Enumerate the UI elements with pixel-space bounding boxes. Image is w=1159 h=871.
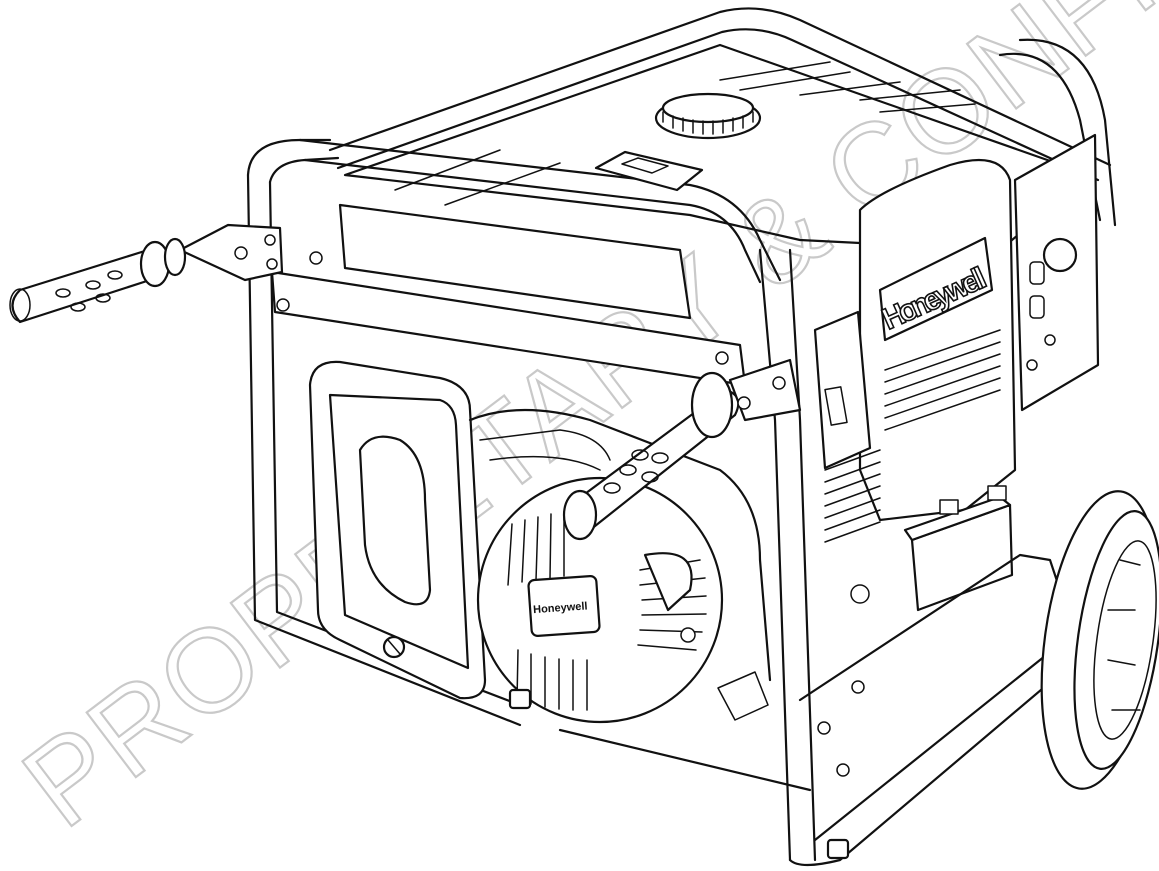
engine: Honeywell xyxy=(468,408,772,724)
wheel xyxy=(1040,490,1159,790)
recoil-logo-text: Honeywell xyxy=(533,600,588,616)
base-plate xyxy=(508,553,1062,860)
left-handle xyxy=(9,223,284,324)
outlet-1 xyxy=(1029,261,1045,285)
side-panel: Honeywell xyxy=(813,158,1017,543)
battery xyxy=(903,485,1014,612)
left-handle-grip xyxy=(11,248,156,324)
breaker-2 xyxy=(1026,359,1038,371)
recoil-logo-plate xyxy=(527,575,601,637)
breaker-1 xyxy=(1044,334,1056,346)
power-switch xyxy=(824,386,848,426)
brand-badge xyxy=(878,236,994,342)
outlet-2 xyxy=(1029,295,1045,319)
switch-panel xyxy=(813,310,872,470)
recoil-starter-housing xyxy=(476,476,724,724)
twist-lock-outlet xyxy=(1042,237,1078,273)
fuel-gauge xyxy=(594,150,704,192)
air-filter xyxy=(308,360,487,700)
front-handle xyxy=(562,358,802,541)
roll-cage xyxy=(246,7,1117,867)
outlet-panel xyxy=(1013,133,1100,412)
